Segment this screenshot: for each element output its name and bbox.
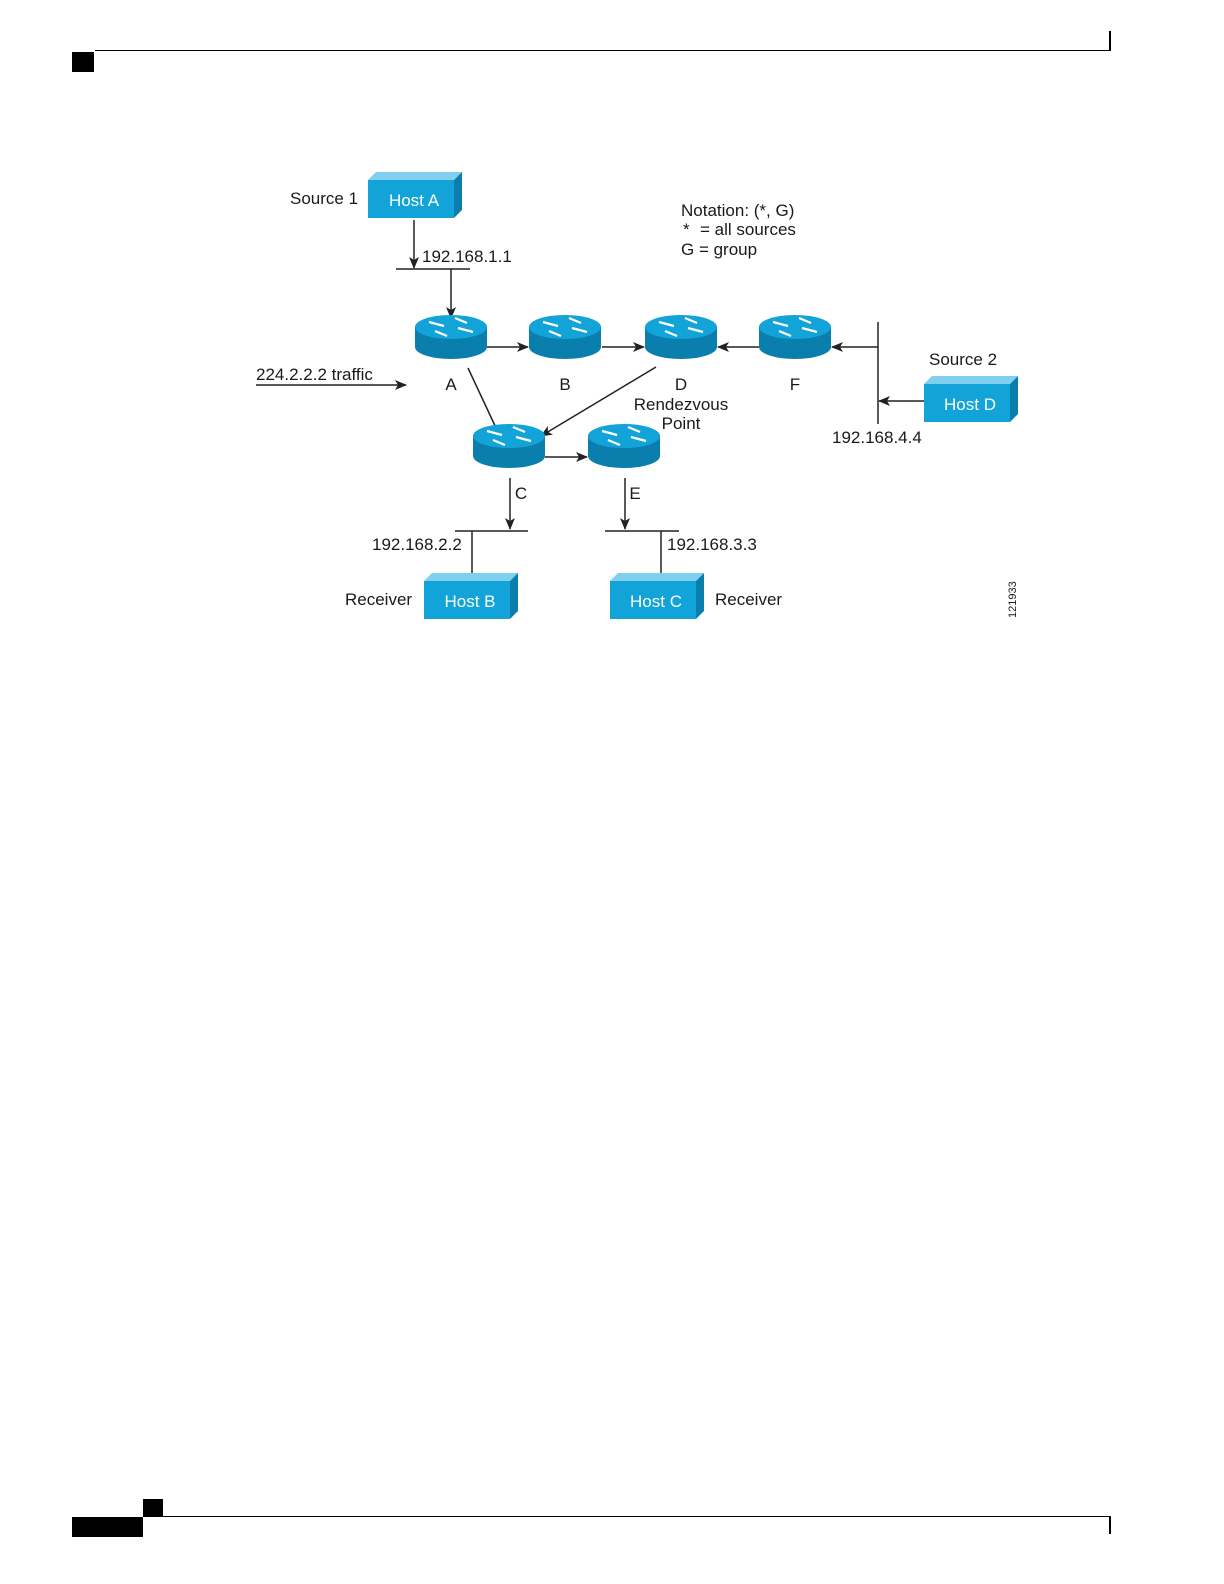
- figure-id: 121933: [1007, 581, 1019, 618]
- receiver-b-label: Receiver: [345, 590, 412, 609]
- router-a-label: A: [445, 375, 457, 394]
- host-c-label: Host C: [630, 592, 682, 611]
- router-b: [529, 315, 601, 359]
- links: [256, 220, 924, 574]
- notation-star: *: [683, 220, 690, 239]
- host-d-label: Host D: [944, 395, 996, 414]
- host-d: Host D: [924, 376, 1018, 422]
- host-a: Host A: [368, 172, 462, 218]
- router-d: [645, 315, 717, 359]
- router-icon: [759, 315, 831, 359]
- address-host-c: 192.168.3.3: [667, 535, 757, 554]
- router-icon: [588, 424, 660, 468]
- host-b: Host B: [424, 573, 518, 619]
- notation-star-meaning: = all sources: [700, 220, 796, 239]
- source-1-label: Source 1: [290, 189, 358, 208]
- router-e: [588, 424, 660, 468]
- notation-group-meaning: G = group: [681, 240, 757, 259]
- rendezvous-point-line2: Point: [662, 414, 701, 433]
- router-c-label: C: [515, 484, 527, 503]
- router-icon: [415, 315, 487, 359]
- router-icon: [473, 424, 545, 468]
- router-f: [759, 315, 831, 359]
- address-host-d: 192.168.4.4: [832, 428, 922, 447]
- notation-title: Notation: (*, G): [681, 201, 794, 220]
- router-icon: [645, 315, 717, 359]
- router-d-label: D: [675, 375, 687, 394]
- address-host-b: 192.168.2.2: [372, 535, 462, 554]
- router-c: [473, 424, 545, 468]
- router-icon: [529, 315, 601, 359]
- host-b-label: Host B: [444, 592, 495, 611]
- host-c: Host C: [610, 573, 704, 619]
- router-f-label: F: [790, 375, 800, 394]
- router-e-label: E: [629, 484, 640, 503]
- router-b-label: B: [559, 375, 570, 394]
- host-a-label: Host A: [389, 191, 440, 210]
- receiver-c-label: Receiver: [715, 590, 782, 609]
- traffic-label: 224.2.2.2 traffic: [256, 365, 373, 384]
- address-host-a: 192.168.1.1: [422, 247, 512, 266]
- source-2-label: Source 2: [929, 350, 997, 369]
- link-a-c: [468, 368, 497, 430]
- rendezvous-point-line1: Rendezvous: [634, 395, 729, 414]
- router-a: [415, 315, 487, 359]
